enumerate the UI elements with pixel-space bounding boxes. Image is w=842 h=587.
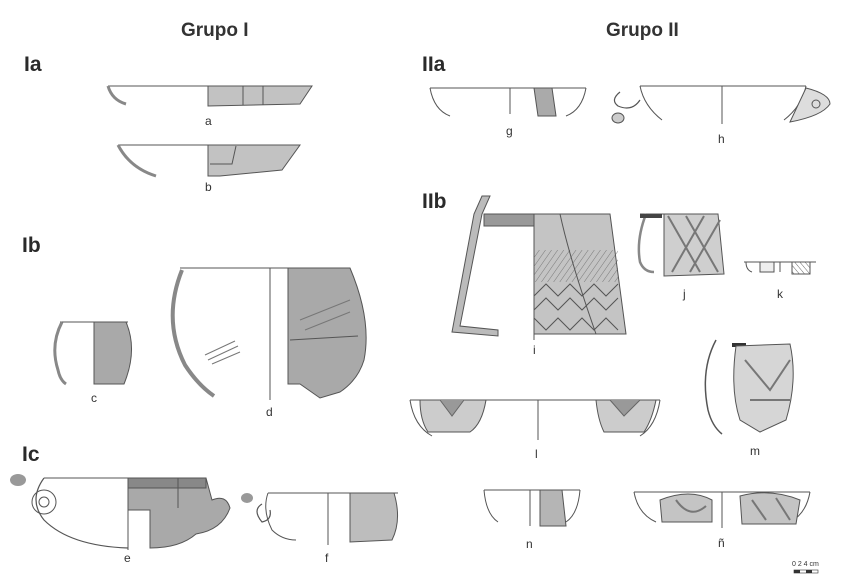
vessel-i bbox=[451, 195, 627, 340]
vessel-k bbox=[744, 261, 816, 275]
vessel-j bbox=[637, 213, 725, 277]
label-g: g bbox=[506, 124, 513, 138]
group-title-2: Grupo II bbox=[606, 20, 679, 41]
vessel-n-tilde bbox=[633, 491, 811, 528]
vessel-d bbox=[170, 267, 367, 400]
label-a: a bbox=[205, 114, 212, 128]
label-c: c bbox=[91, 391, 97, 405]
vessel-m bbox=[704, 339, 794, 435]
vessel-e bbox=[10, 474, 231, 550]
label-f: f bbox=[325, 551, 329, 565]
label-n-tilde: ñ bbox=[718, 536, 725, 550]
vessel-l bbox=[409, 399, 661, 440]
group-title-1: Grupo I bbox=[181, 20, 249, 41]
vessel-n bbox=[483, 489, 581, 527]
vessel-f bbox=[241, 492, 398, 545]
scale-bar bbox=[793, 569, 819, 574]
label-i: i bbox=[533, 343, 536, 357]
label-b: b bbox=[205, 180, 212, 194]
label-l: l bbox=[535, 447, 538, 461]
label-h: h bbox=[718, 132, 725, 146]
subgroup-ia: Ia bbox=[24, 53, 42, 76]
label-d: d bbox=[266, 405, 273, 419]
vessel-h bbox=[611, 85, 831, 124]
subgroup-iia: IIa bbox=[422, 53, 446, 76]
vessel-a bbox=[106, 85, 313, 107]
label-k: k bbox=[777, 287, 783, 301]
scale-label: 0 2 4 cm bbox=[792, 561, 819, 568]
vessel-b bbox=[116, 144, 301, 178]
subgroup-ic: Ic bbox=[22, 443, 40, 466]
subgroup-iib: IIb bbox=[422, 190, 447, 213]
vessel-g bbox=[429, 87, 587, 117]
label-e: e bbox=[124, 551, 131, 565]
label-n: n bbox=[526, 537, 533, 551]
vessel-c bbox=[53, 321, 133, 386]
subgroup-ib: Ib bbox=[22, 234, 41, 257]
label-m: m bbox=[750, 444, 760, 458]
label-j: j bbox=[683, 287, 686, 301]
